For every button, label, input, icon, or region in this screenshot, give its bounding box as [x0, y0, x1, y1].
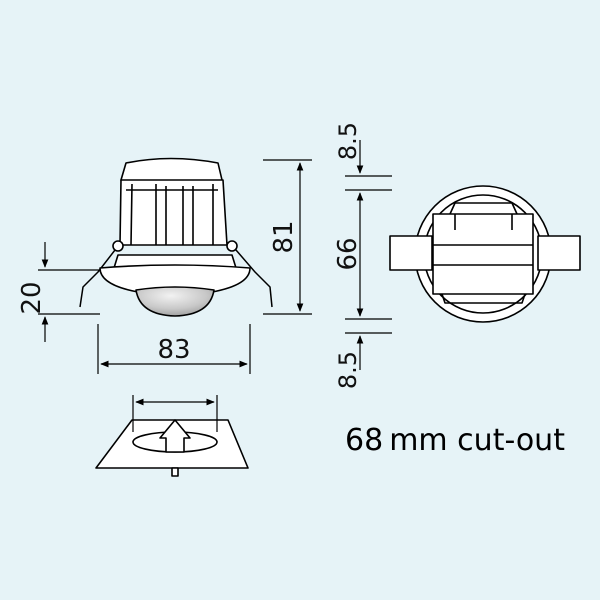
dim-body-height-label: 66 — [333, 237, 363, 270]
cutout-dim-extensions — [132, 395, 218, 432]
cutout-plan — [95, 395, 249, 477]
sensor-clip-left — [112, 240, 124, 252]
sensor-flange — [99, 264, 251, 293]
cutout-stem — [171, 467, 179, 477]
top-view-clip-right — [537, 235, 581, 271]
cutout-arrow-icon — [159, 419, 191, 453]
cutout-caption: 68 mm cut-out — [345, 423, 565, 458]
top-view-body — [432, 213, 534, 295]
sensor-lens — [135, 286, 215, 317]
sensor-clip-right — [226, 240, 238, 252]
top-view-clip-left — [389, 235, 433, 271]
sensor-spring-right — [235, 249, 273, 308]
top-view-notches — [433, 202, 533, 304]
dim-bottom-margin-label: 8.5 — [334, 351, 362, 389]
sensor-spring-left — [79, 249, 116, 308]
dim-top-margin-label: 8.5 — [334, 122, 362, 160]
dim-width-label: 83 — [157, 335, 190, 365]
dimension-lines — [38, 140, 392, 374]
dim-depth-label: 20 — [17, 281, 47, 314]
sensor-top-view — [389, 185, 581, 323]
sensor-ribs — [126, 183, 218, 246]
dim-height-label: 81 — [269, 220, 299, 253]
sensor-side-view — [79, 157, 273, 317]
